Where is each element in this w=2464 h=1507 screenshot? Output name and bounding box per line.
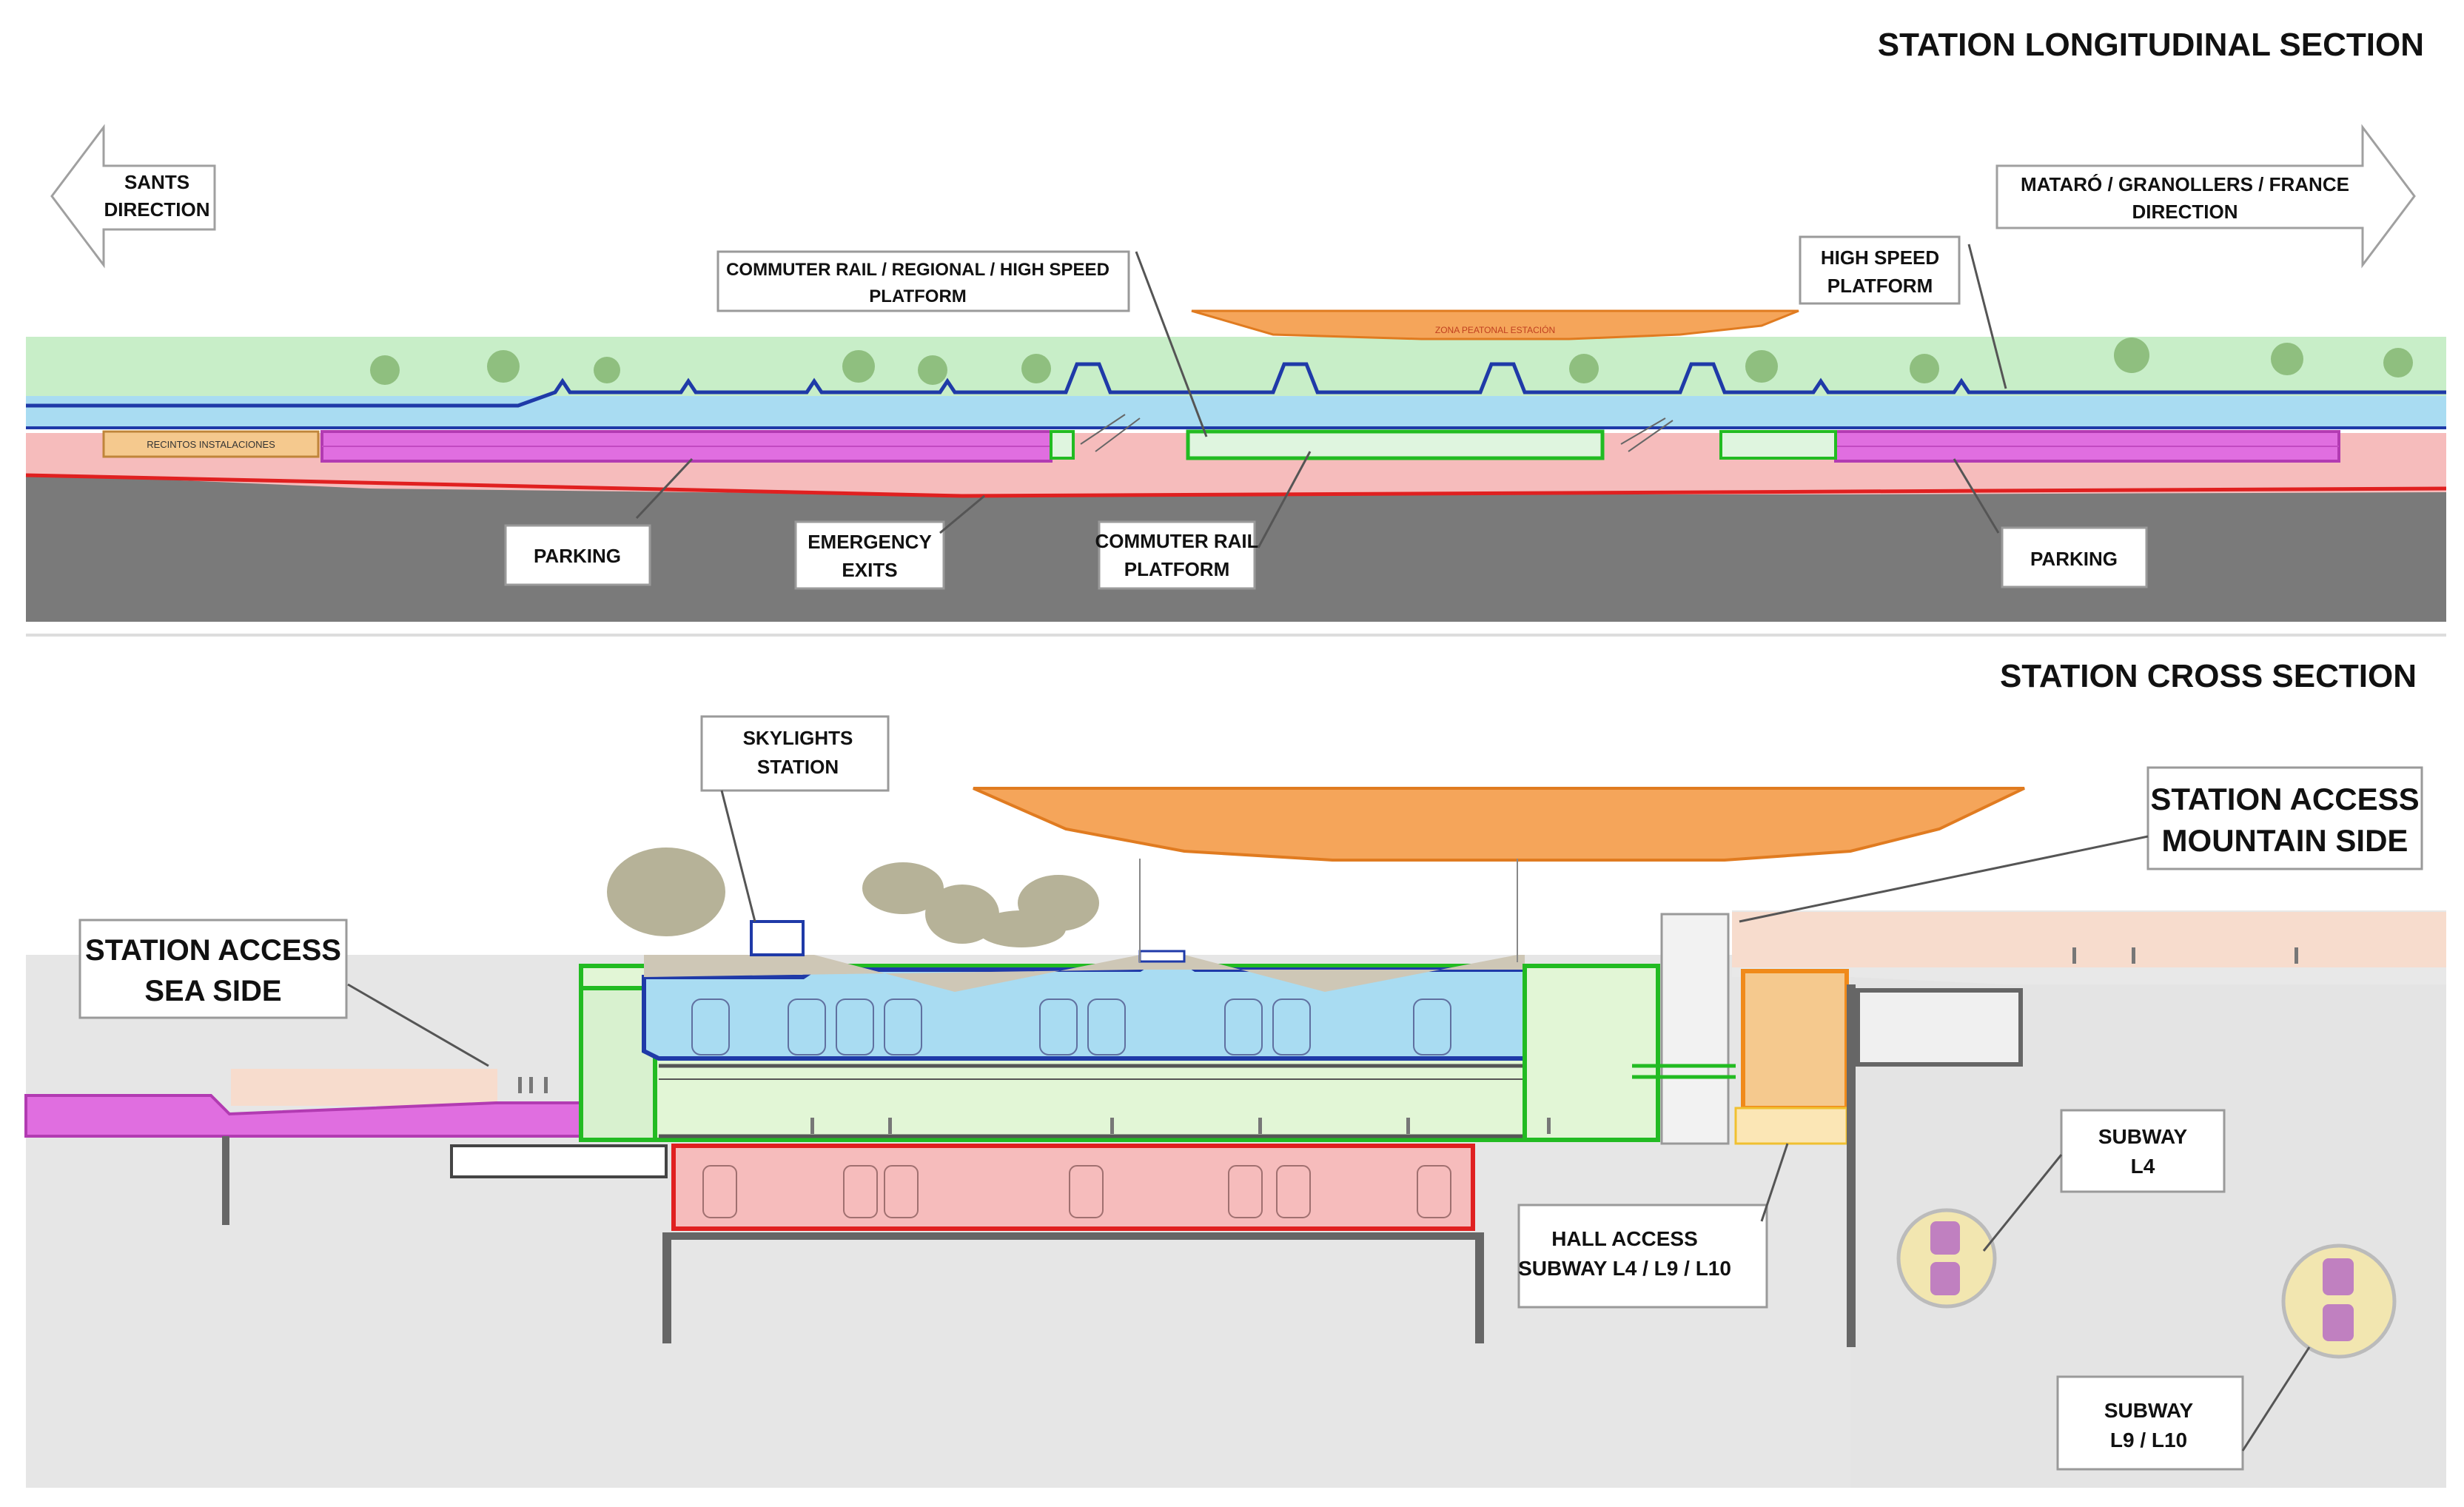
people-silhouettes [518, 947, 2298, 1134]
svg-text:PLATFORM: PLATFORM [869, 286, 967, 306]
platform-center-green [1186, 429, 1605, 460]
platform-left-green [1050, 430, 1075, 460]
svg-text:MOUNTAIN SIDE: MOUNTAIN SIDE [2162, 823, 2408, 858]
trees-cross [607, 848, 1099, 947]
svg-text:COMMUTER RAIL: COMMUTER RAIL [1095, 530, 1259, 552]
cross-section [24, 787, 2446, 1488]
label-parking-left: PARKING [504, 457, 694, 586]
svg-text:SUBWAY: SUBWAY [2098, 1125, 2188, 1148]
skylight-mid [1138, 950, 1186, 963]
svg-text:L9 / L10: L9 / L10 [2110, 1429, 2187, 1451]
svg-text:STATION ACCESS: STATION ACCESS [2150, 782, 2419, 816]
label-commuter-rail: COMMUTER RAIL PLATFORM [1095, 451, 1312, 590]
right-direction-arrow: MATARÓ / GRANOLLERS / FRANCE DIRECTION [1995, 124, 2416, 269]
svg-text:STATION: STATION [757, 756, 839, 778]
commuter-rail-lower-box [671, 1144, 1475, 1231]
left-direction-line2: DIRECTION [104, 198, 210, 221]
cross-canopy [973, 787, 2025, 862]
green-park-band [26, 337, 2446, 396]
platform-right-green [1719, 430, 1837, 460]
subway-l9-l10-tunnel [2281, 1243, 2397, 1359]
right-direction-line2: DIRECTION [2132, 201, 2238, 223]
trains-lower [702, 1165, 1451, 1218]
svg-text:SEA SIDE: SEA SIDE [144, 975, 281, 1007]
hall-vertical-core [1523, 964, 1660, 1142]
installations-block [102, 430, 320, 458]
label-mountain-side: STATION ACCESS MOUNTAIN SIDE [1739, 766, 2423, 923]
subway-l4-tunnel [1896, 1208, 1997, 1309]
label-skylights: SKYLIGHTS STATION [700, 715, 890, 922]
cross-roof-profile [644, 955, 1525, 992]
left-direction-arrow: SANTS DIRECTION [50, 124, 216, 269]
access-tower [1660, 913, 1730, 1145]
mountain-side-street [1732, 912, 2446, 967]
right-direction-line1: MATARÓ / GRANOLLERS / FRANCE [2021, 173, 2349, 195]
label-high-speed: HIGH SPEED PLATFORM [1799, 235, 2007, 389]
label-commuter-regional-hs: COMMUTER RAIL / REGIONAL / HIGH SPEED PL… [716, 250, 1208, 437]
longitudinal-canopy [1191, 309, 1799, 340]
trees-longitudinal [370, 338, 2413, 385]
label-hall-access: HALL ACCESS SUBWAY L4 / L9 / L10 [1517, 1143, 1789, 1309]
sea-side-parking-band [24, 1094, 653, 1138]
svg-text:COMMUTER RAIL / REGIONAL / HIG: COMMUTER RAIL / REGIONAL / HIGH SPEED [726, 260, 1110, 280]
trains-upper [691, 998, 1451, 1055]
blue-platform-band [26, 396, 2446, 429]
skylight-box [750, 920, 805, 956]
left-direction-line1: SANTS [124, 171, 189, 193]
label-subway-l4: SUBWAY L4 [1982, 1109, 2226, 1252]
label-sea-side: STATION ACCESS SEA SIDE [78, 919, 489, 1067]
svg-text:PLATFORM: PLATFORM [1827, 275, 1933, 297]
mountain-side-service-room [1856, 988, 2023, 1067]
longitudinal-section-title: STATION LONGITUDINAL SECTION [1878, 27, 2424, 63]
longitudinal-section: ZONA PEATONAL ESTACIÓN RECINTOS INSTALAC… [25, 309, 2447, 622]
svg-text:PARKING: PARKING [2030, 548, 2118, 570]
cross-section-title: STATION CROSS SECTION [2000, 658, 2417, 694]
svg-text:L4: L4 [2131, 1155, 2155, 1178]
mountain-side-lower-box [1734, 1107, 1848, 1145]
svg-text:SUBWAY: SUBWAY [2104, 1399, 2194, 1422]
svg-text:SKYLIGHTS: SKYLIGHTS [743, 727, 853, 749]
surface-skylights-line [26, 362, 2446, 408]
sea-side-plaza [231, 1069, 497, 1106]
svg-text:HALL ACCESS: HALL ACCESS [1551, 1227, 1698, 1250]
label-parking-right: PARKING [1953, 458, 2148, 588]
svg-text:HIGH SPEED: HIGH SPEED [1821, 246, 1939, 269]
svg-text:PARKING: PARKING [534, 545, 621, 567]
label-subway-l9-l10: SUBWAY L9 / L10 [2056, 1346, 2311, 1471]
svg-text:EXITS: EXITS [842, 559, 897, 581]
canopy-text: ZONA PEATONAL ESTACIÓN [1435, 324, 1555, 335]
svg-text:EMERGENCY: EMERGENCY [808, 531, 932, 553]
svg-text:SUBWAY L4 / L9 / L10: SUBWAY L4 / L9 / L10 [1518, 1257, 1731, 1280]
label-emergency-exits: EMERGENCY EXITS [794, 494, 985, 590]
svg-text:STATION ACCESS: STATION ACCESS [85, 934, 341, 967]
mountain-side-access-box [1741, 969, 1849, 1110]
installations-text: RECINTOS INSTALACIONES [147, 439, 275, 450]
svg-text:PLATFORM: PLATFORM [1124, 558, 1230, 580]
